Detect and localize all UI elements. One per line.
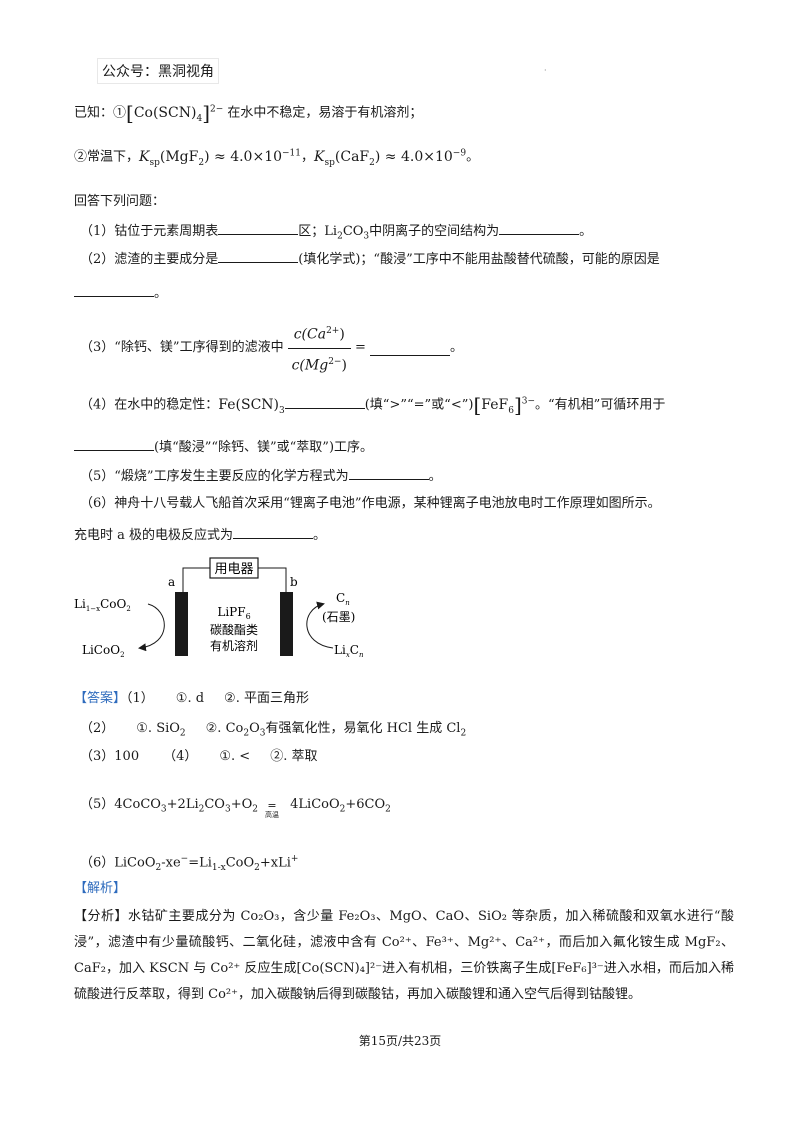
left-arc-arrow [138, 603, 165, 652]
analysis-paragraph: 【分析】水钴矿主要成分为 Co₂O₃，含少量 Fe₂O₃、MgO、CaO、SiO… [74, 909, 734, 1002]
co-scn-complex: [Co(SCN)4]2− [126, 100, 224, 125]
answer-6: （6）LiCoO2-xe−=Li1-xCoO2+xLi+ [80, 854, 299, 873]
electrolyte-solvent: 有机溶剂 [210, 638, 258, 653]
electrolyte-carbonate: 碳酸酯类 [210, 622, 258, 637]
blank-q2-1[interactable] [218, 248, 299, 263]
question-4-cont: (填“酸浸”“除钙、镁”或“萃取”)工序。 [74, 436, 373, 457]
question-1: （1）钴位于元素周期表区；Li2CO3中阴离子的空间结构为。 [80, 220, 592, 246]
question-4: （4）在水中的稳定性：Fe(SCN)3(填“>”“=”或“<”)[FeF6]3−… [80, 392, 666, 417]
wire-right [258, 567, 287, 592]
question-2-cont: 。 [74, 282, 167, 303]
right-arc-arrow [306, 601, 334, 649]
ksp-mgf2: Ksp(MgF2) ≈ 4.0×10−11 [139, 148, 302, 168]
device-label: 用电器 [214, 562, 253, 577]
known-line-1: 已知：①[Co(SCN)4]2− 在水中不稳定，易溶于有机溶剂； [74, 100, 422, 127]
electrode-a-label: a [168, 575, 175, 589]
known-line-2: ②常温下，Ksp(MgF2) ≈ 4.0×10−11，Ksp(CaF2) ≈ 4… [74, 148, 480, 168]
device-box [209, 557, 259, 579]
electrode-a [175, 592, 188, 656]
fe-scn-3: Fe(SCN)3 [218, 396, 285, 416]
right-graphite: (石墨) [322, 610, 355, 624]
blank-q4-1[interactable] [284, 394, 365, 409]
ca-mg-ratio: c(Ca2+) c(Mg2−) [287, 320, 351, 376]
question-6: （6）神舟十八号载人飞船首次采用“锂离子电池”作电源，某种锂离子电池放电时工作原… [80, 496, 661, 511]
question-5: （5）“煅烧”工序发生主要反应的化学方程式为。 [80, 465, 442, 486]
blank-q4-2[interactable] [74, 436, 154, 451]
watermark: 公众号：黑洞视角 [97, 58, 219, 84]
right-bottom-species: LixCn [334, 643, 364, 659]
known-prefix: 已知：① [74, 105, 127, 121]
blank-q6[interactable] [233, 524, 314, 539]
right-top-species: Cn [336, 591, 350, 607]
known-line1-suffix: 在水中不稳定，易溶于有机溶剂； [227, 105, 423, 121]
answer-prompt: 回答下列问题： [74, 194, 166, 209]
battery-diagram: 用电器 a b LiPF6 碳酸酯类 有机溶剂 Li1−xCoO2 LiCoO2… [68, 548, 368, 672]
fef6-complex: [FeF6]3− [473, 392, 536, 417]
blank-q5[interactable] [348, 465, 429, 480]
battery-svg: 用电器 a b LiPF6 碳酸酯类 有机溶剂 Li1−xCoO2 LiCoO2… [74, 557, 364, 659]
page-footer: 第15页/共23页 [358, 1034, 442, 1048]
left-top-species: Li1−xCoO2 [74, 597, 131, 613]
question-3: （3）“除钙、镁”工序得到的滤液中 c(Ca2+) c(Mg2−) = 。 [80, 320, 463, 376]
electrode-b-label: b [290, 575, 298, 589]
answer-3-4: （3）100（4）①. <②. 萃取 [80, 749, 318, 764]
reaction-condition: =高温 [265, 798, 279, 819]
question-2: （2）滤渣的主要成分是(填化学式)；“酸浸”工序中不能用盐酸替代硫酸，可能的原因… [80, 248, 660, 269]
blank-q1-2[interactable] [499, 220, 580, 235]
blank-q2-2[interactable] [74, 282, 154, 297]
stray-dot: · [544, 66, 547, 75]
analysis-label: 【解析】 [74, 881, 127, 896]
question-6-cont: 充电时 a 极的电极反应式为。 [74, 524, 326, 545]
wire-left [182, 567, 210, 592]
answer-5: （5）4CoCO3+2Li2CO3+O2=高温 4LiCoO2+6CO2 [80, 797, 391, 819]
electrolyte-lipf6: LiPF6 [217, 605, 250, 621]
answer-label: 【答案】 [74, 691, 127, 706]
blank-q3[interactable] [369, 341, 450, 356]
left-bottom-species: LiCoO2 [82, 643, 125, 659]
blank-q1-1[interactable] [218, 220, 299, 235]
ksp-caf2: Ksp(CaF2) ≈ 4.0×10−9 [314, 148, 467, 168]
electrode-b [280, 592, 293, 656]
